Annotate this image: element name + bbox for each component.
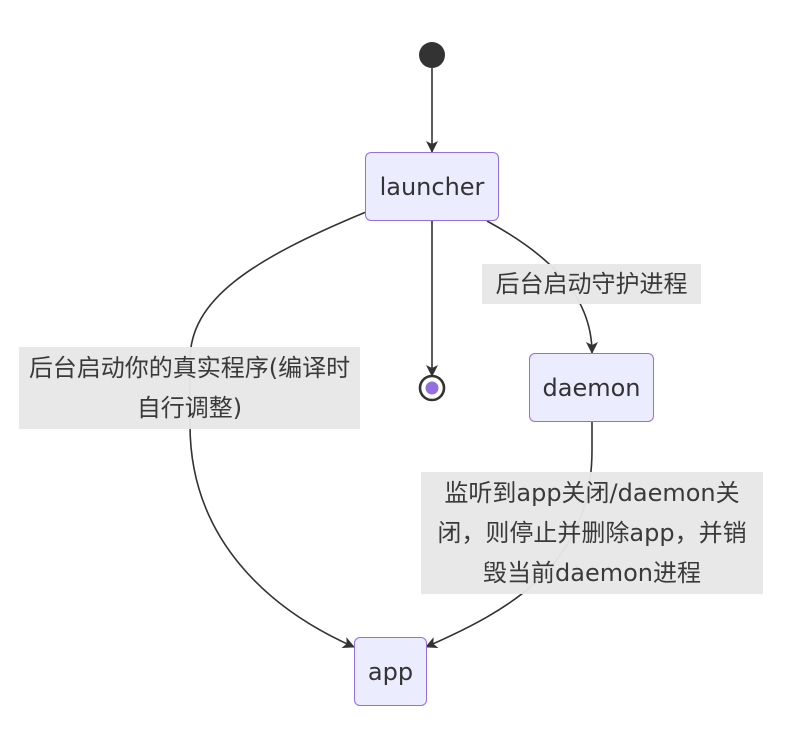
edge-label-launcher-to-daemon: 后台启动守护进程 [482,264,701,304]
edge-label-daemon-to-app-text: 监听到app关闭/daemon关闭，则停止并删除app，并销毁当前daemon进… [437,479,747,587]
node-daemon[interactable]: daemon [529,353,654,422]
edge-label-launcher-to-app: 后台启动你的真实程序(编译时自行调整) [19,347,360,429]
start-state [419,42,445,68]
node-daemon-label: daemon [542,373,641,402]
edge-label-launcher-to-daemon-text: 后台启动守护进程 [495,270,688,298]
node-launcher-label: launcher [379,172,485,201]
edge-label-daemon-to-app: 监听到app关闭/daemon关闭，则停止并删除app，并销毁当前daemon进… [421,472,763,594]
node-launcher[interactable]: launcher [365,152,499,221]
end-state-inner [425,381,439,395]
edge-launcher-to-app [189,211,367,649]
node-app[interactable]: app [354,637,427,706]
node-app-label: app [367,657,414,686]
edge-label-launcher-to-app-text: 后台启动你的真实程序(编译时自行调整) [28,354,351,422]
